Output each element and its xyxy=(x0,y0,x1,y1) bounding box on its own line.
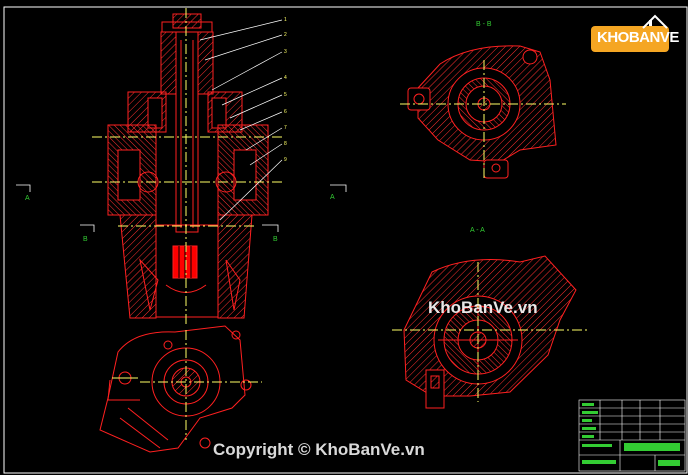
marker-a-mid: A xyxy=(330,194,335,201)
drawing-frame xyxy=(3,6,688,474)
title-block-fill xyxy=(582,403,680,466)
main-section-view xyxy=(92,8,282,325)
callout-5: 5 xyxy=(284,92,287,98)
section-bb-title: B - B xyxy=(476,21,492,28)
watermark-logo-badge xyxy=(591,14,669,52)
section-marker-labels: A A B B xyxy=(25,194,335,243)
section-markers xyxy=(16,184,347,232)
watermark-copyright: Copyright © KhoBanVe.vn xyxy=(213,440,425,459)
section-aa-title: A - A xyxy=(470,227,485,234)
callout-numbers: 1 2 3 4 5 6 7 8 9 xyxy=(284,17,287,163)
title-block xyxy=(578,399,686,472)
marker-b-right: B xyxy=(273,236,278,243)
bottom-plan-view xyxy=(99,325,262,453)
callout-3: 3 xyxy=(284,49,287,55)
callout-8: 8 xyxy=(284,141,287,147)
callout-9: 9 xyxy=(284,157,287,163)
section-bb-view: B - B xyxy=(400,21,566,180)
callout-2: 2 xyxy=(284,32,287,38)
marker-b-left: B xyxy=(83,236,88,243)
callout-7: 7 xyxy=(284,125,287,131)
watermark-logo-text: KHOBANVE xyxy=(597,29,679,46)
section-aa-view: A - A xyxy=(392,227,588,409)
callout-6: 6 xyxy=(284,109,287,115)
callout-leaders xyxy=(199,19,283,221)
callout-1: 1 xyxy=(284,17,287,23)
watermark-center: KhoBanVe.vn xyxy=(428,298,538,317)
callout-4: 4 xyxy=(284,75,287,81)
marker-a-left: A xyxy=(25,195,30,202)
